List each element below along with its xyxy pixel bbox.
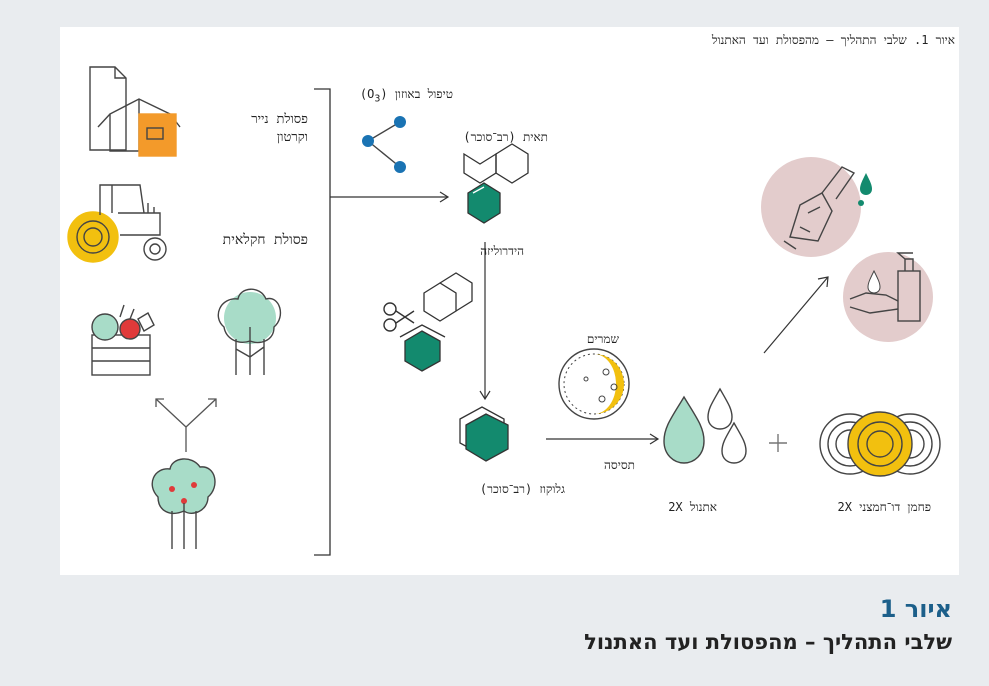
ozone-label-close: )	[359, 87, 368, 101]
paper-waste-label: פסולת נייר וקרטון	[251, 112, 308, 145]
arrowhead-cellulose	[439, 191, 450, 203]
cellulose-label: תאית (רב־סוכר)	[463, 130, 548, 144]
apple-tree-icon	[151, 458, 216, 549]
glucose-label: גלוקוז (רב־סוכר)	[479, 482, 565, 496]
arrowhead-glucose	[479, 390, 491, 401]
process-diagram	[67, 66, 941, 556]
sources-bracket	[314, 88, 331, 556]
agri-waste-label: פסולת חקלאית	[222, 232, 308, 248]
yeast-label: שמרים	[586, 332, 619, 346]
figure-panel: איור 1. שלבי התהליך – מהפסולת ועד האתנול…	[60, 27, 959, 575]
ethanol-label: אתנול 2X	[668, 500, 717, 514]
arrow-to-uses	[763, 276, 829, 354]
scissors-icon	[383, 302, 415, 332]
glucose-molecule-icon	[459, 406, 509, 462]
fuel-nozzle-icon	[761, 157, 872, 257]
ozone-label: טיפול באוזון (O3)	[360, 87, 453, 104]
ozone-label-text: טיפול באוזון (O	[367, 87, 453, 101]
co2-label: פחמן דו־חמצני 2X	[837, 500, 931, 514]
caption-text: שלבי התהליך – מהפסולת ועד האתנול	[584, 630, 952, 654]
tree-icon	[217, 288, 282, 375]
caption-number: איור 1	[879, 595, 952, 623]
ethanol-drops-icon	[663, 387, 747, 464]
source-split-arrows	[155, 398, 217, 452]
fruit-crate-icon	[91, 304, 155, 376]
cellulose-molecule-icon	[463, 143, 529, 224]
fermentation-label: תסיסה	[603, 458, 635, 472]
co2-molecule-icon	[819, 411, 941, 477]
hydrolysis-molecule-icon	[399, 272, 473, 372]
tractor-icon	[67, 184, 167, 263]
arrowhead-uses	[817, 276, 829, 288]
paper-cardboard-icon	[89, 66, 181, 157]
hand-sanitizer-icon	[843, 252, 933, 342]
ozone-subscript: 3	[374, 93, 381, 105]
plus-icon	[769, 434, 787, 452]
figure-header: איור 1. שלבי התהליך – מהפסולת ועד האתנול	[711, 33, 955, 47]
hydrolysis-label: הידרוליזה	[480, 244, 524, 258]
yeast-dish-icon	[558, 348, 630, 420]
ozone-molecule-icon	[362, 116, 406, 173]
arrowhead-ethanol	[649, 433, 660, 445]
